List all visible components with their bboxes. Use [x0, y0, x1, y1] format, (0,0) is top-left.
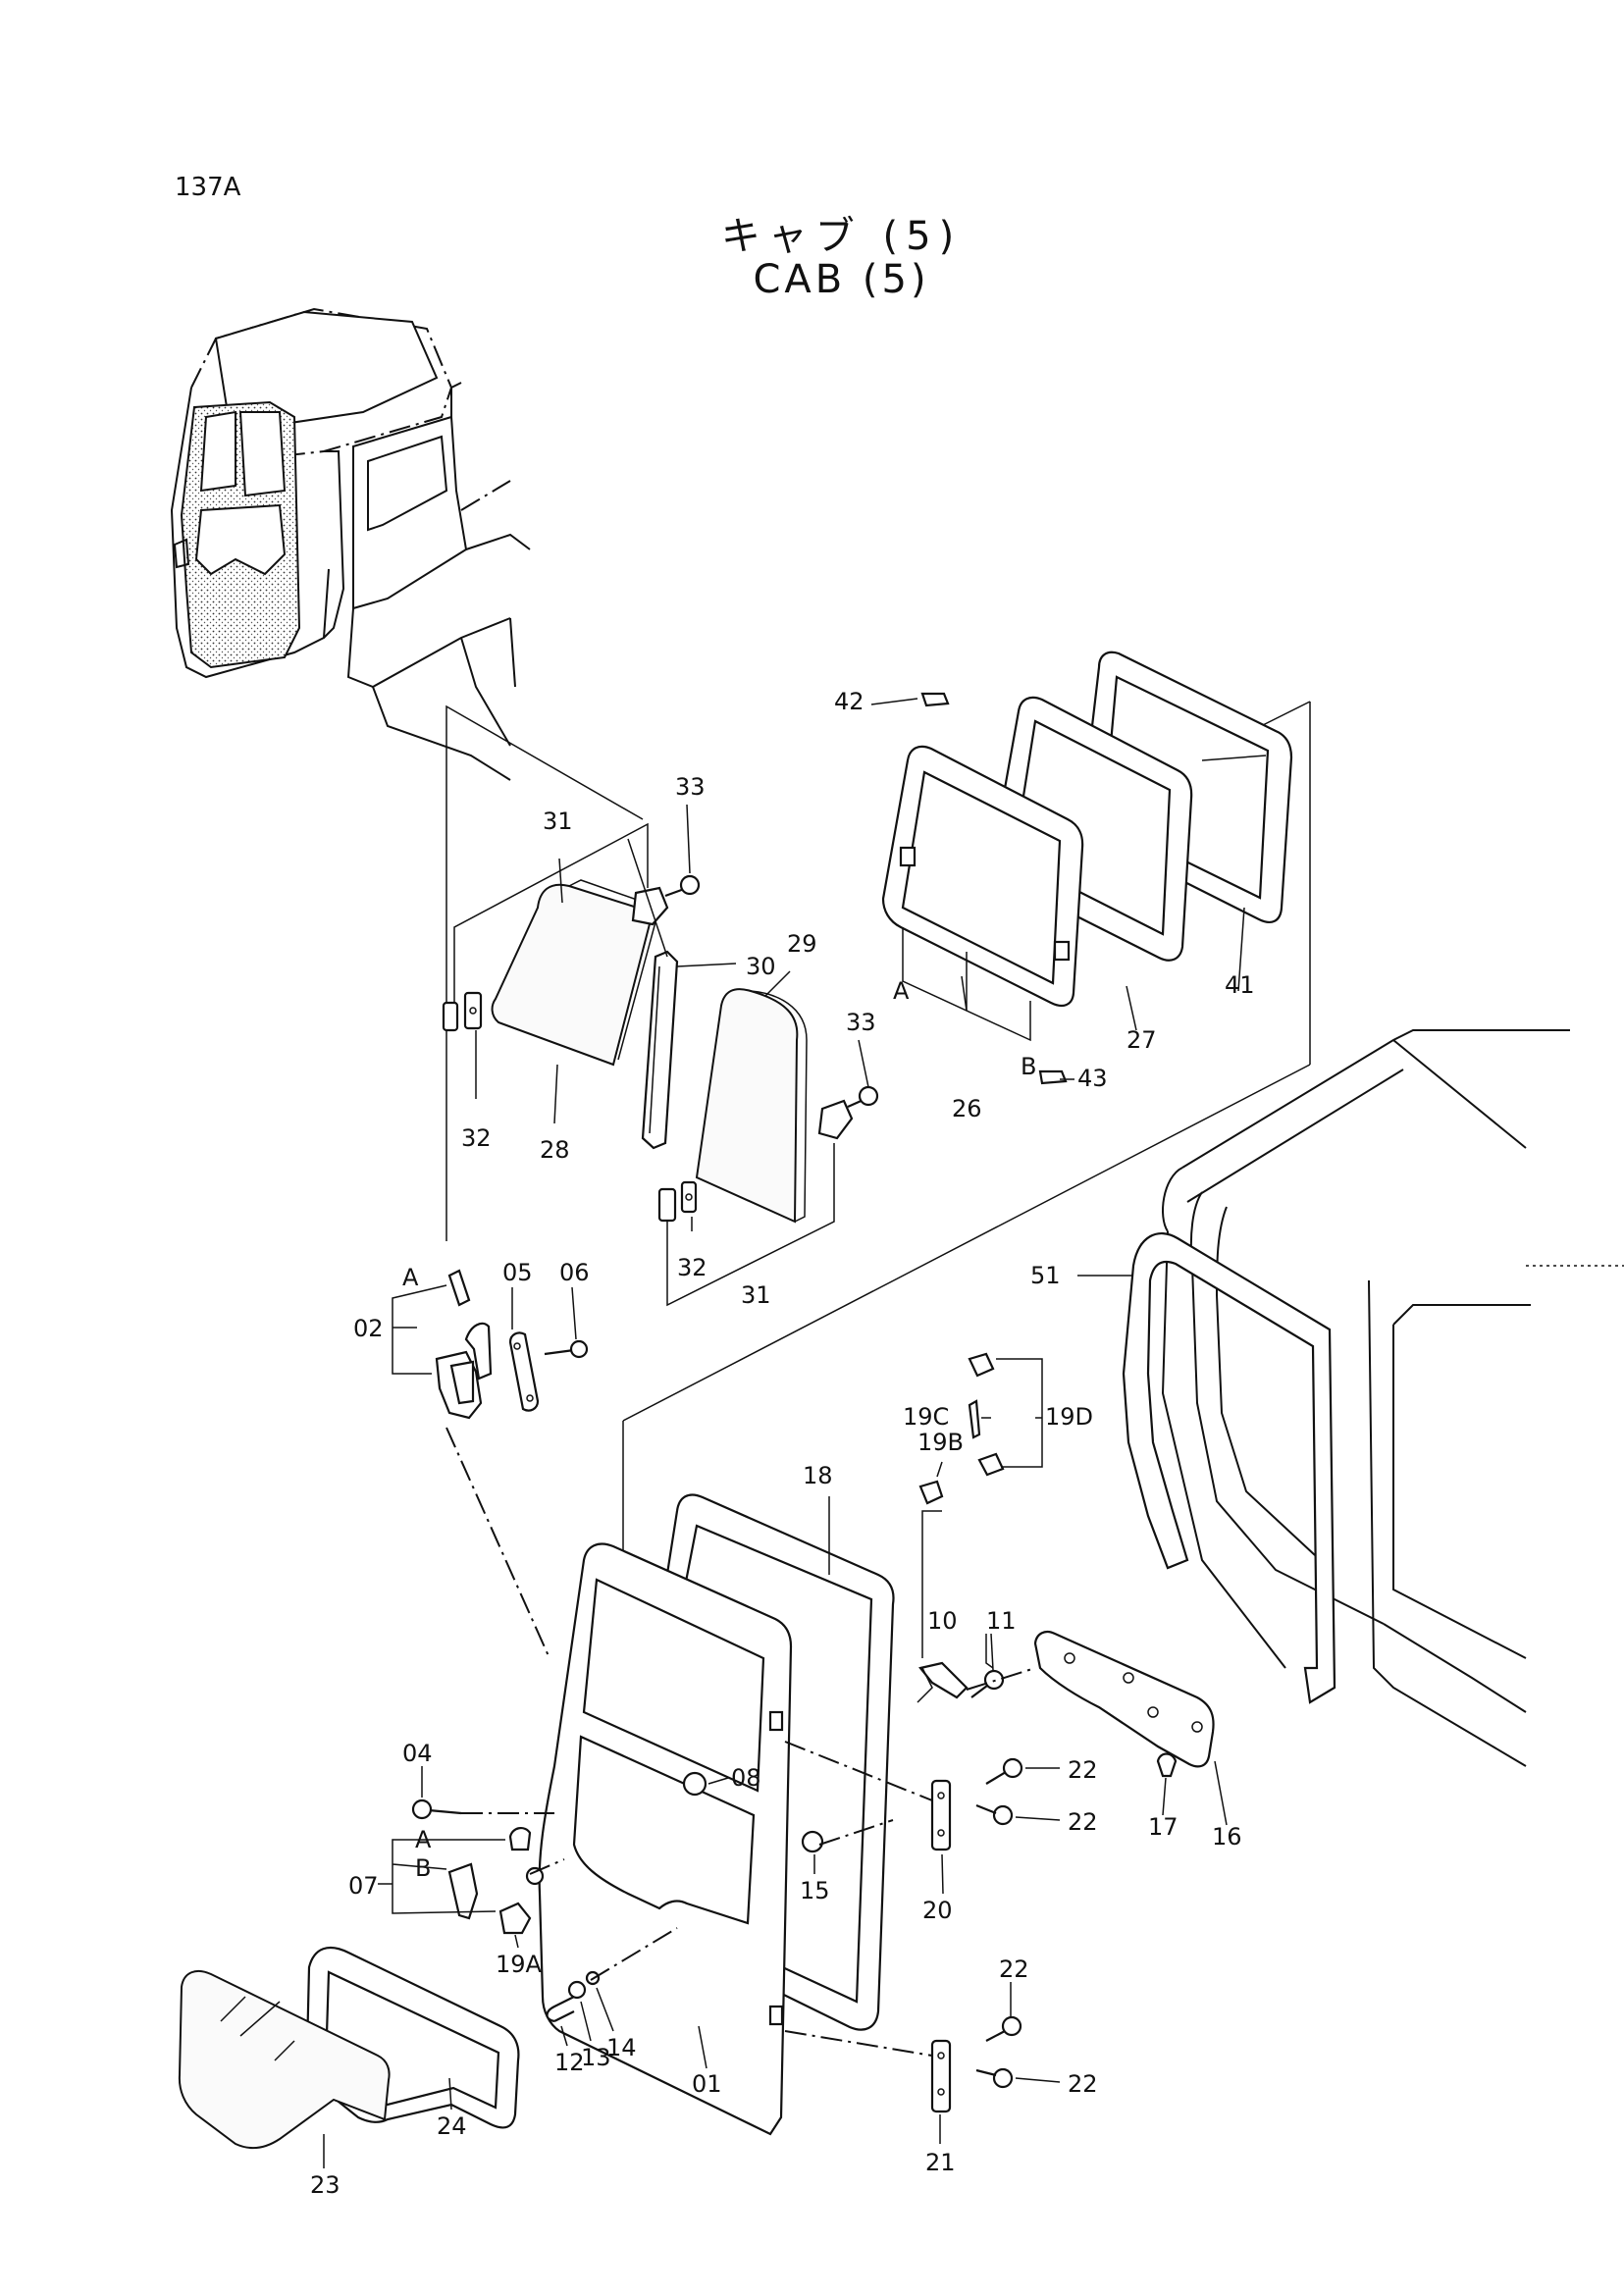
bracket-lines-31: [453, 822, 835, 1307]
callout-33-lower: 33: [846, 1009, 876, 1036]
part-04-bolt: [411, 1799, 462, 1820]
callout-01: 01: [692, 2070, 722, 2098]
part-05-handle-link: [508, 1331, 540, 1412]
title-english: CAB (5): [753, 257, 930, 302]
callout-43: 43: [1077, 1065, 1108, 1092]
callout-32-upper: 32: [461, 1124, 492, 1152]
part-A-clip-upper: [447, 1269, 471, 1307]
callout-32-lower: 32: [677, 1254, 707, 1281]
part-42-seal-piece: [920, 692, 950, 707]
callout-51: 51: [1030, 1262, 1061, 1289]
alignment-chain-lines: [445, 1427, 1036, 2057]
part-15-bushing: [801, 1830, 824, 1853]
callout-30: 30: [746, 953, 776, 980]
callout-05: 05: [502, 1259, 533, 1286]
reference-A-window: A: [893, 977, 910, 1005]
cab-body-rear-illustration: [1161, 1029, 1624, 1767]
part-19D-bracket-set: [968, 1352, 1005, 1477]
part-33-hinge-lower: [817, 1085, 879, 1140]
callout-23: 23: [310, 2171, 341, 2199]
part-21-hinge-lower: [930, 2039, 952, 2113]
part-16-hinge-plate: [1033, 1630, 1215, 1768]
part-32-plates-upper: [442, 991, 483, 1032]
callout-41: 41: [1225, 971, 1255, 999]
callout-28: 28: [540, 1136, 570, 1164]
part-29-glass: [695, 988, 808, 1224]
callout-31-lower: 31: [741, 1281, 771, 1309]
part-10-bracket: [917, 1661, 969, 1703]
callout-19C: 19C: [903, 1403, 949, 1431]
page-id: 137A: [175, 173, 241, 202]
callout-20: 20: [922, 1897, 953, 1924]
callout-14: 14: [606, 2034, 637, 2061]
callout-29: 29: [787, 930, 817, 958]
callout-31-upper: 31: [543, 808, 573, 835]
part-51-door-seal: [1122, 1232, 1336, 1704]
callout-07: 07: [348, 1872, 379, 1900]
part-32-plates-lower: [657, 1180, 698, 1223]
reference-A-handle: A: [415, 1826, 432, 1853]
callout-19A: 19A: [496, 1951, 543, 1978]
part-19A-catch: [498, 1902, 532, 1935]
callout-13: 13: [581, 2044, 611, 2071]
callout-22-b: 22: [1068, 1808, 1098, 1836]
part-23-glass: [178, 1969, 391, 2150]
callout-02: 02: [353, 1315, 384, 1342]
part-01-door-panel: [538, 1542, 793, 2136]
callout-labels: 42 43 41 27 26 A B 31 33 30 29 33 32 28 …: [310, 688, 1255, 2199]
reference-B-handle: B: [415, 1854, 431, 1882]
callout-12: 12: [554, 2049, 585, 2076]
part-28-glass: [491, 879, 660, 1067]
callout-22-c: 22: [999, 1955, 1029, 1983]
callout-15: 15: [800, 1877, 830, 1904]
callout-11: 11: [986, 1607, 1017, 1635]
part-26-window-frame: [881, 745, 1084, 1007]
part-43-seal-piece: [1038, 1069, 1068, 1085]
callout-22-d: 22: [1068, 2070, 1098, 2098]
part-02-lock-assembly: [435, 1322, 493, 1420]
callout-08: 08: [731, 1764, 761, 1792]
part-19B-spring: [918, 1480, 944, 1505]
part-06-bolt: [544, 1339, 589, 1359]
callout-leader-lines: [323, 698, 1245, 2168]
callout-16: 16: [1212, 1823, 1242, 1851]
part-12-u-bolt: [546, 1996, 575, 2023]
callout-04: 04: [402, 1740, 433, 1767]
callout-26: 26: [952, 1095, 982, 1122]
title-japanese: キャブ (5): [720, 214, 963, 259]
reference-B-window: B: [1021, 1053, 1036, 1080]
part-19C-pin: [968, 1399, 981, 1439]
callout-33-upper: 33: [675, 773, 706, 801]
callout-19D: 19D: [1045, 1403, 1093, 1431]
callout-19B: 19B: [917, 1429, 964, 1456]
callout-06: 06: [559, 1259, 590, 1286]
part-20-hinge-lower: [930, 1779, 952, 1851]
overview-cab-illustration: [170, 307, 531, 781]
part-22-bolts: [975, 1757, 1023, 2089]
part-13-nut: [567, 1980, 587, 2000]
callout-24: 24: [437, 2112, 467, 2140]
part-30-guide-strip: [641, 950, 679, 1150]
part-07-handle-assembly: [447, 1827, 545, 1920]
callout-18: 18: [803, 1462, 833, 1489]
callout-27: 27: [1126, 1026, 1157, 1054]
callout-10: 10: [927, 1607, 958, 1635]
part-11-bolt: [970, 1669, 1005, 1698]
callout-17: 17: [1148, 1813, 1179, 1841]
callout-22-a: 22: [1068, 1756, 1098, 1784]
reference-A-lock: A: [402, 1264, 419, 1291]
part-17-pin: [1156, 1752, 1178, 1778]
callout-21: 21: [925, 2149, 956, 2176]
callout-42: 42: [834, 688, 864, 715]
